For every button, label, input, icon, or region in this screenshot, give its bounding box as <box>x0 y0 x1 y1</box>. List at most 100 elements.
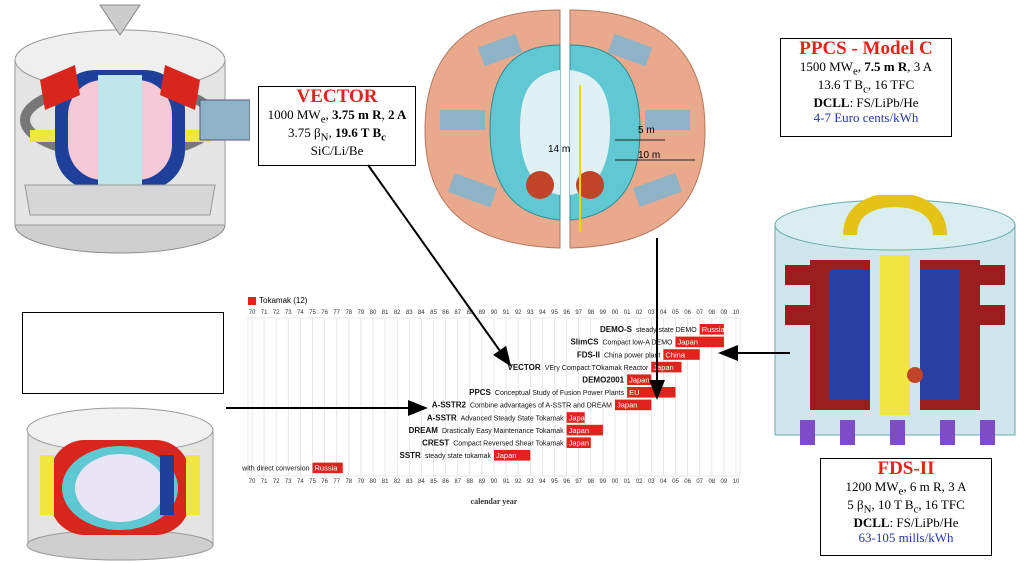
year-tick-bottom: 01 <box>624 479 631 485</box>
timeline-bar-label: Japan <box>617 401 637 410</box>
year-tick-bottom: 89 <box>479 479 486 485</box>
year-tick-bottom: 81 <box>382 479 389 485</box>
year-tick-bottom: 00 <box>612 479 619 485</box>
year-tick-top: 93 <box>527 310 534 316</box>
timeline-row-name: DREAM <box>409 426 439 435</box>
timeline-row-desc: Drastically Easy Maintenance Tokamak <box>442 428 564 435</box>
ppcs-info-box: PPCS - Model C 1500 MWe, 7.5 m R, 3 A 13… <box>780 38 952 137</box>
timeline-row-desc: Conceptual Study of Fusion Power Plants <box>495 390 625 397</box>
year-tick-top: 95 <box>551 310 558 316</box>
timeline-bar-label: Japan <box>678 338 698 347</box>
timeline-bar <box>566 437 591 448</box>
timeline-bar <box>494 450 531 461</box>
year-tick-bottom: 03 <box>648 479 655 485</box>
ppcs-line1: 1500 MWe, 7.5 m R, 3 A <box>799 58 933 78</box>
year-tick-bottom: 85 <box>430 479 437 485</box>
year-tick-bottom: 08 <box>708 479 715 485</box>
timeline-bar-label: Japan <box>629 376 649 385</box>
year-tick-bottom: 02 <box>636 479 643 485</box>
year-tick-bottom: 04 <box>660 479 667 485</box>
timeline-bar-label: Japan <box>496 451 516 460</box>
year-tick-top: 92 <box>515 310 522 316</box>
year-tick-bottom: 82 <box>394 479 401 485</box>
year-tick-bottom: 96 <box>563 479 570 485</box>
year-tick-top: 75 <box>309 310 316 316</box>
year-tick-bottom: 97 <box>575 479 582 485</box>
vector-info-box: VECTOR 1000 MWe, 3.75 m R, 2 A 3.75 βN, … <box>258 86 416 166</box>
year-tick-top: 80 <box>370 310 377 316</box>
timeline-bar <box>627 374 652 385</box>
year-tick-bottom: 90 <box>491 479 498 485</box>
timeline-row-name: PPCS <box>469 388 491 397</box>
year-tick-top: 72 <box>273 310 280 316</box>
year-tick-top: 06 <box>684 310 691 316</box>
timeline-row-name: DEMO-S <box>600 325 633 334</box>
year-tick-top: 09 <box>721 310 728 316</box>
year-tick-top: 02 <box>636 310 643 316</box>
vector-line3: SiC/Li/Be <box>310 142 364 158</box>
timeline-row-desc: high temperature power plant with direct… <box>240 466 310 473</box>
timeline-bar <box>663 349 700 360</box>
year-tick-bottom: 79 <box>358 479 365 485</box>
timeline-legend: Tokamak (12) <box>248 296 307 305</box>
year-tick-bottom: 94 <box>539 479 546 485</box>
year-tick-bottom: 72 <box>273 479 280 485</box>
timeline-frame <box>247 317 741 477</box>
year-tick-top: 84 <box>418 310 425 316</box>
year-tick-top: 83 <box>406 310 413 316</box>
ppcs-reactor-illustration: 14 m 5 m 10 m <box>424 9 706 249</box>
year-tick-top: 97 <box>575 310 582 316</box>
timeline-bar <box>566 424 603 436</box>
ppcs-title: PPCS - Model C <box>799 38 933 59</box>
year-tick-top: 88 <box>466 310 473 316</box>
ppcs-cost: 4-7 Euro cents/kWh <box>813 109 919 125</box>
timeline-row-name: CREST <box>422 439 449 448</box>
timeline-bar <box>566 412 585 423</box>
year-tick-bottom: 05 <box>672 479 679 485</box>
year-tick-bottom: 98 <box>587 479 594 485</box>
vector-line1: 1000 MWe, 3.75 m R, 2 A <box>267 106 407 126</box>
fds-reactor-illustration <box>774 195 1016 445</box>
year-tick-top: 94 <box>539 310 546 316</box>
year-tick-top: 96 <box>563 310 570 316</box>
vector-line2: 3.75 βN, 19.6 T Bc <box>288 124 386 144</box>
year-tick-top: 70 <box>249 310 256 316</box>
dim-10m-label: 10 m <box>638 150 660 161</box>
year-tick-bottom: 78 <box>345 479 352 485</box>
year-tick-bottom: 06 <box>684 479 691 485</box>
timeline-bar <box>651 361 682 373</box>
year-tick-bottom: 88 <box>466 479 473 485</box>
timeline-row-desc: VEry Compact TOkamak Reactor <box>545 365 649 372</box>
timeline-x-axis-label: calendar year <box>471 497 518 506</box>
fds-info-box: FDS-II 1200 MWe, 6 m R, 3 A 5 βN, 10 T B… <box>820 458 992 556</box>
ppcs-line2: 13.6 T Bc, 16 TFC <box>817 76 915 96</box>
year-tick-bottom: 70 <box>249 479 256 485</box>
year-tick-bottom: 75 <box>309 479 316 485</box>
year-tick-top: 00 <box>612 310 619 316</box>
timeline-row-desc: Compact low-A DEMO <box>602 340 673 347</box>
year-tick-bottom: 84 <box>418 479 425 485</box>
top-left-reactor-illustration <box>14 4 250 254</box>
year-tick-top: 78 <box>345 310 352 316</box>
assstr2-info-box <box>22 312 224 394</box>
timeline-bar-label: China <box>665 350 685 359</box>
timeline-bar <box>699 324 724 335</box>
vector-title: VECTOR <box>296 86 378 107</box>
year-tick-top: 98 <box>587 310 594 316</box>
year-tick-top: 86 <box>442 310 449 316</box>
year-tick-bottom: 91 <box>503 479 510 485</box>
timeline-bar-label: Russia <box>315 464 339 473</box>
fds-line1: 1200 MWe, 6 m R, 3 A <box>845 478 967 498</box>
timeline-row-name: DEMO2001 <box>582 376 624 385</box>
year-tick-top: 85 <box>430 310 437 316</box>
year-tick-top: 73 <box>285 310 292 316</box>
year-tick-bottom: 73 <box>285 479 292 485</box>
year-tick-top: 05 <box>672 310 679 316</box>
